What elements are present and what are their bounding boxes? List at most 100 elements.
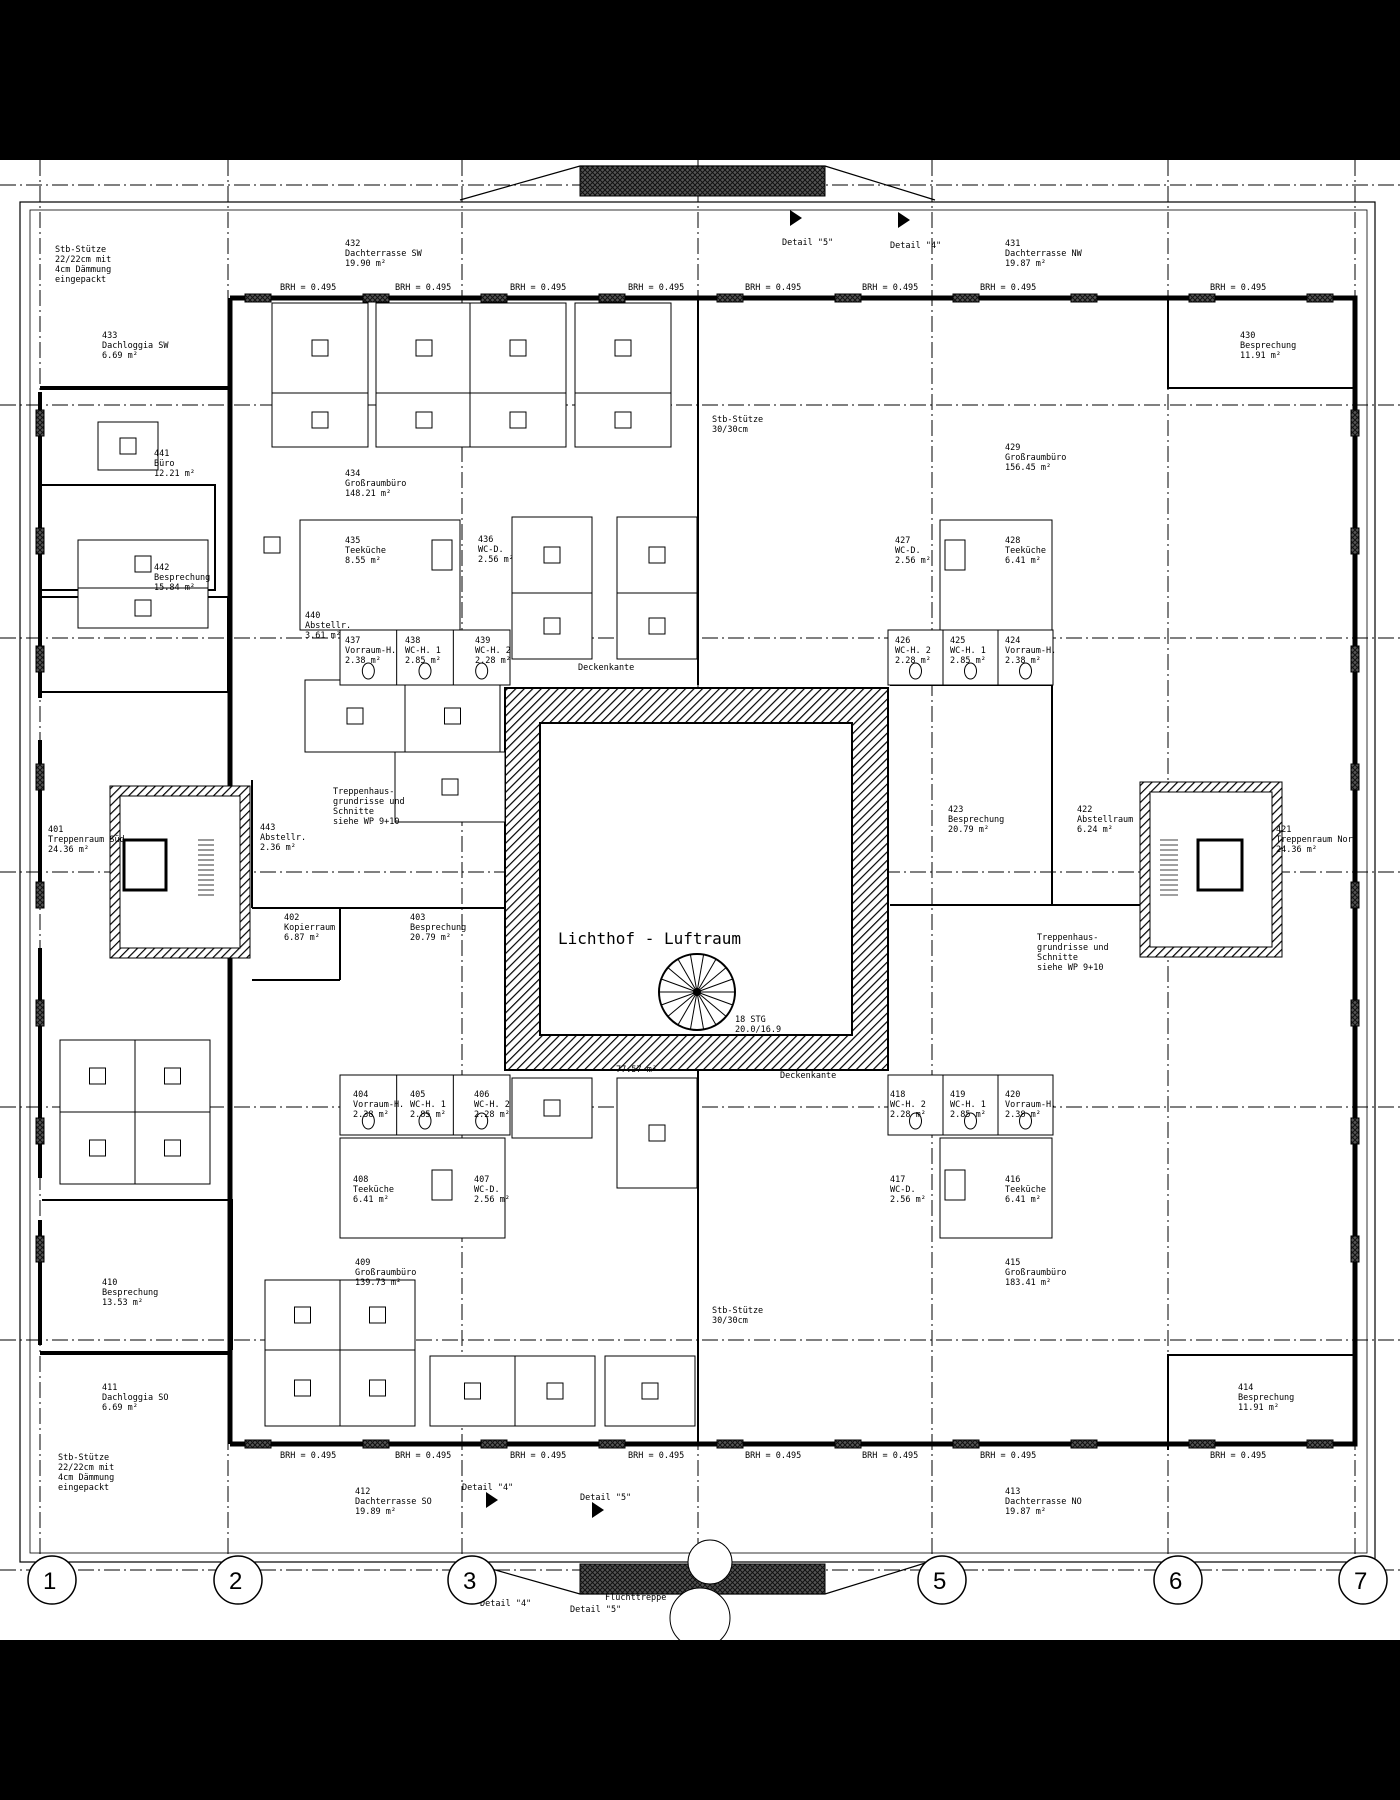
spiral-tread bbox=[667, 991, 698, 1017]
office-chair bbox=[444, 707, 461, 725]
room-name: WC-H. 1 bbox=[410, 1100, 446, 1110]
column-dim-center-s: 30/30cm bbox=[712, 1316, 748, 1326]
room-name: Dachloggia SO bbox=[102, 1393, 169, 1403]
room-area: 19.87 m² bbox=[1005, 1507, 1046, 1517]
room-number: 401 bbox=[48, 825, 63, 835]
room-name: Abstellr. bbox=[260, 833, 306, 843]
room-number: 419 bbox=[950, 1090, 965, 1100]
office-chair bbox=[614, 339, 632, 357]
office-chair bbox=[441, 778, 459, 796]
room-name: Vorraum-H. bbox=[1005, 646, 1056, 656]
room-area: 2.28 m² bbox=[475, 656, 511, 666]
room-area: 11.91 m² bbox=[1240, 351, 1281, 361]
detail-4-top-label: Detail "4" bbox=[890, 241, 941, 251]
room-area: 6.69 m² bbox=[102, 1403, 138, 1413]
room-area: 2.36 m² bbox=[260, 843, 296, 853]
window-mullion bbox=[598, 1439, 626, 1449]
window-mullion bbox=[834, 1439, 862, 1449]
stair-note-n-l4: siehe WP 9+10 bbox=[1037, 963, 1104, 973]
window-mullion bbox=[35, 881, 45, 909]
window-mullion bbox=[1350, 1235, 1360, 1263]
brh-label: BRH = 0.495 bbox=[280, 1451, 336, 1461]
grid-axis-label: 5 bbox=[933, 1568, 946, 1595]
toilet bbox=[909, 662, 922, 680]
sink bbox=[431, 1169, 453, 1201]
top-bay-block bbox=[579, 165, 826, 197]
room-area: 156.45 m² bbox=[1005, 463, 1051, 473]
spiral-tread bbox=[677, 958, 698, 993]
window-mullion bbox=[1306, 293, 1334, 303]
escape-stair-landing bbox=[687, 1539, 733, 1585]
office-chair bbox=[543, 546, 561, 564]
window-mullion bbox=[362, 293, 390, 303]
stair-tower-north bbox=[1139, 781, 1283, 958]
room-number: 431 bbox=[1005, 239, 1020, 249]
stair-note-n-l3: Schnitte bbox=[1037, 953, 1078, 963]
column-note-l2-so: 4cm Dämmung bbox=[58, 1473, 114, 1483]
window-mullion bbox=[35, 1235, 45, 1263]
spiral-tread bbox=[689, 991, 698, 1030]
window-mullion bbox=[716, 293, 744, 303]
room-name: Großraumbüro bbox=[1005, 1268, 1066, 1278]
room-number: 423 bbox=[948, 805, 963, 815]
window-mullion bbox=[952, 293, 980, 303]
window-mullion bbox=[1350, 645, 1360, 673]
room-number: 406 bbox=[474, 1090, 489, 1100]
column-note-title-sw: Stb-Stütze bbox=[55, 245, 106, 255]
window-mullion bbox=[1350, 409, 1360, 437]
room-name: Teeküche bbox=[353, 1185, 394, 1195]
room-number: 407 bbox=[474, 1175, 489, 1185]
office-chair bbox=[89, 1139, 106, 1157]
room-name: Großraumbüro bbox=[345, 479, 406, 489]
room-name: Treppenraum Süd bbox=[48, 835, 125, 845]
column-note-center-n: Stb-Stütze bbox=[712, 415, 763, 425]
room-area: 2.85 m² bbox=[950, 1110, 986, 1120]
brh-label: BRH = 0.495 bbox=[510, 1451, 566, 1461]
office-chair bbox=[614, 411, 632, 429]
column-note-l3-so: eingepackt bbox=[58, 1483, 109, 1493]
room-area: 2.85 m² bbox=[950, 656, 986, 666]
floor-plan: Lichthof - Luftraum 18 STG 20.0/16.9 77.… bbox=[0, 160, 1400, 1640]
desk bbox=[394, 751, 506, 823]
window-mullion bbox=[1350, 1117, 1360, 1145]
spiral-tread bbox=[661, 978, 698, 993]
room-number: 436 bbox=[478, 535, 493, 545]
room-name: Büro bbox=[154, 459, 174, 469]
room-area: 2.56 m² bbox=[478, 555, 514, 565]
office-chair bbox=[134, 599, 152, 617]
office-chair bbox=[509, 339, 527, 357]
column-note-l2-sw: 4cm Dämmung bbox=[55, 265, 111, 275]
office-chair bbox=[543, 617, 561, 635]
office-chair bbox=[543, 1099, 561, 1117]
stair-note-s-l1: Treppenhaus- bbox=[333, 787, 394, 797]
room-name: WC-H. 1 bbox=[950, 1100, 986, 1110]
room-area: 6.24 m² bbox=[1077, 825, 1113, 835]
room-name: Vorraum-H. bbox=[1005, 1100, 1056, 1110]
window-mullion bbox=[1070, 1439, 1098, 1449]
spiral-stair bbox=[658, 953, 736, 1031]
office-chair bbox=[641, 1382, 659, 1400]
room-number: 403 bbox=[410, 913, 425, 923]
office-chair bbox=[263, 536, 281, 554]
room-number: 429 bbox=[1005, 443, 1020, 453]
room-number: 420 bbox=[1005, 1090, 1020, 1100]
brh-label: BRH = 0.495 bbox=[1210, 283, 1266, 293]
window-mullion bbox=[1188, 1439, 1216, 1449]
room-area: 11.91 m² bbox=[1238, 1403, 1279, 1413]
brh-label: BRH = 0.495 bbox=[745, 1451, 801, 1461]
room-area: 8.55 m² bbox=[345, 556, 381, 566]
